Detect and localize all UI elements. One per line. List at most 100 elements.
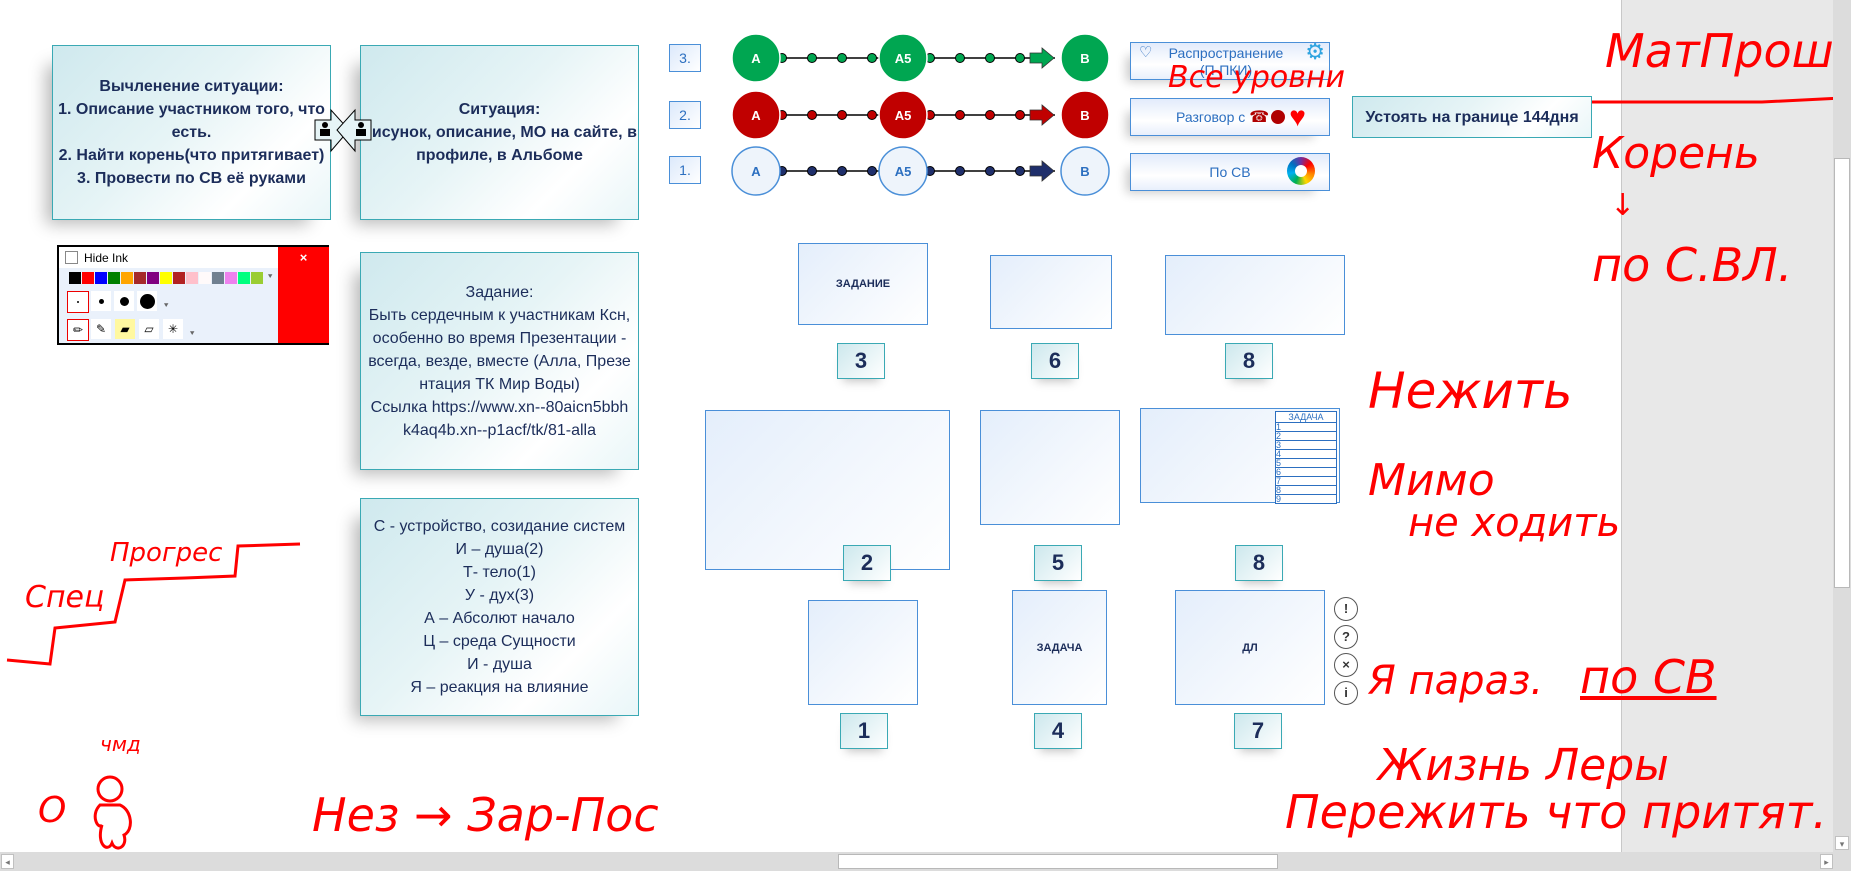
ink-mat-prosh: МатПрош	[1605, 24, 1834, 78]
task-list-row: 8	[1276, 485, 1336, 495]
level-node-label: A	[751, 164, 761, 179]
status-circle-icon: ×	[1334, 653, 1358, 677]
color-swatch[interactable]	[186, 272, 198, 284]
ink-underline-mat	[1592, 96, 1843, 104]
pill-po-sv[interactable]: По СВ	[1130, 153, 1330, 191]
ink-perezhit: Пережить что притят.	[1285, 785, 1828, 839]
close-icon[interactable]: ×	[299, 250, 308, 265]
pencil-tool-icon[interactable]: ✎	[91, 319, 111, 339]
level-node	[731, 33, 781, 83]
ink-nez-zar-pos: Нез → Зар-Пос	[312, 788, 659, 842]
acronym-line: Я – реакция на влияние	[410, 679, 589, 696]
color-swatch[interactable]	[108, 272, 120, 284]
ink-person-drawing	[93, 775, 132, 850]
color-swatch[interactable]	[251, 272, 263, 284]
color-wheel-icon	[1287, 157, 1315, 185]
color-swatch[interactable]	[173, 272, 185, 284]
color-swatch[interactable]	[121, 272, 133, 284]
color-swatch[interactable]	[69, 272, 81, 284]
card-task: Задание: Быть сердечным к участникам Ксн…	[360, 252, 639, 470]
horizontal-scrollbar[interactable]: ◂ ▸	[0, 852, 1851, 871]
horizontal-scroll-thumb[interactable]	[838, 854, 1278, 869]
sizes-overflow-icon[interactable]: ⯆	[163, 301, 170, 310]
level-node	[731, 146, 781, 196]
card-situation-text: Ситуация: рисунок, описание, МО на сайте…	[362, 101, 637, 164]
card-situation-extraction-text: Вычленение ситуации: 1. Описание участни…	[58, 78, 325, 187]
pen-size-large[interactable]	[137, 291, 157, 311]
highlighter-tool-icon[interactable]: ▰	[115, 319, 135, 339]
hide-ink-label: Hide Ink	[84, 250, 129, 265]
pill-talk[interactable]: Разговор с ☎ ♥	[1130, 98, 1330, 136]
pen-size-tiny[interactable]	[67, 291, 89, 313]
color-swatch[interactable]	[82, 272, 94, 284]
level-step-dot	[807, 166, 817, 176]
level-step-dot	[1015, 53, 1025, 63]
offcanvas-area	[1621, 0, 1834, 852]
level-node-label: A5	[895, 164, 912, 179]
color-swatch[interactable]	[134, 272, 146, 284]
vertical-scrollbar[interactable]: ▾	[1833, 0, 1851, 852]
color-swatch[interactable]	[160, 272, 172, 284]
tile-number: 3	[837, 343, 885, 379]
pen-size-medium[interactable]	[114, 291, 134, 311]
eraser-tool-icon[interactable]: ▱	[139, 319, 159, 339]
level-label-1: 1.	[669, 156, 701, 184]
globe-icon	[1271, 110, 1286, 124]
tile-caption: ЗАДАНИЕ	[835, 278, 891, 290]
card-task-text: Задание: Быть сердечным к участникам Ксн…	[368, 283, 631, 439]
color-swatch[interactable]	[238, 272, 250, 284]
acronym-line: И – душа(2)	[455, 541, 544, 558]
acronym-line: А – Абсолют начало	[424, 610, 575, 627]
ink-progres: Прогрес	[110, 538, 223, 568]
level-step-dot	[867, 53, 877, 63]
level-node	[1060, 33, 1110, 83]
level-step-dot	[955, 110, 965, 120]
level-arrow-icon	[1029, 160, 1055, 182]
pen-tool-icon[interactable]: ✏	[67, 319, 89, 341]
ink-nezhit: Нежить	[1368, 362, 1573, 420]
tile-number: 5	[1034, 545, 1082, 581]
tile-number: 8	[1235, 545, 1283, 581]
card-boundary: Устоять на границе 144дня	[1352, 96, 1592, 138]
level-node-label: A	[751, 108, 761, 123]
level-node-label: B	[1080, 108, 1089, 123]
tile-caption: ДЛ	[1242, 641, 1258, 654]
pill-po-sv-label: По СВ	[1209, 164, 1251, 180]
level-step-dot	[807, 53, 817, 63]
colors-overflow-icon[interactable]: ⯆	[267, 272, 274, 281]
vertical-scroll-thumb[interactable]	[1834, 158, 1850, 588]
level-step-dot	[837, 53, 847, 63]
level-label-3: 3.	[669, 44, 701, 72]
task-list-row: 1	[1276, 422, 1336, 432]
level-step-dot	[867, 110, 877, 120]
pen-size-small[interactable]	[91, 291, 111, 311]
ink-koren: Корень	[1592, 128, 1760, 179]
color-swatch[interactable]	[212, 272, 224, 284]
chart-easel-icon	[808, 600, 918, 705]
level-step-dot	[955, 53, 965, 63]
scroll-down-arrow[interactable]: ▾	[1835, 836, 1849, 850]
task-form-pen-icon: ЗАДАЧА	[1012, 590, 1107, 705]
level-step-dot	[867, 166, 877, 176]
pill-spread[interactable]: ♡ Распространение (П-ПКИ) ⚙	[1130, 39, 1330, 80]
tile-caption: ЗАДАЧА	[1036, 641, 1083, 654]
level-step-dot	[807, 110, 817, 120]
scroll-right-arrow[interactable]: ▸	[1820, 854, 1833, 869]
color-swatch[interactable]	[199, 272, 211, 284]
color-swatch[interactable]	[147, 272, 159, 284]
card-boundary-text: Устоять на границе 144дня	[1365, 108, 1579, 126]
gears-magnifier-icon: ⚙	[1305, 39, 1325, 64]
ink-ne-hodit: не ходить	[1408, 500, 1621, 546]
color-swatch[interactable]	[225, 272, 237, 284]
color-swatch[interactable]	[95, 272, 107, 284]
tile-number: 6	[1031, 343, 1079, 379]
hide-ink-toggle[interactable]: Hide Ink	[59, 247, 278, 268]
ink-toolbar: Hide Ink × ✏ ✎ ▰ ▱ ✳ ⯆ ⯆ ⯆	[57, 245, 329, 345]
clear-all-eraser-icon[interactable]: ✳	[163, 319, 183, 339]
hide-ink-checkbox[interactable]	[65, 251, 78, 264]
tools-overflow-icon[interactable]: ⯆	[189, 329, 196, 338]
scroll-left-arrow[interactable]: ◂	[1, 854, 14, 869]
